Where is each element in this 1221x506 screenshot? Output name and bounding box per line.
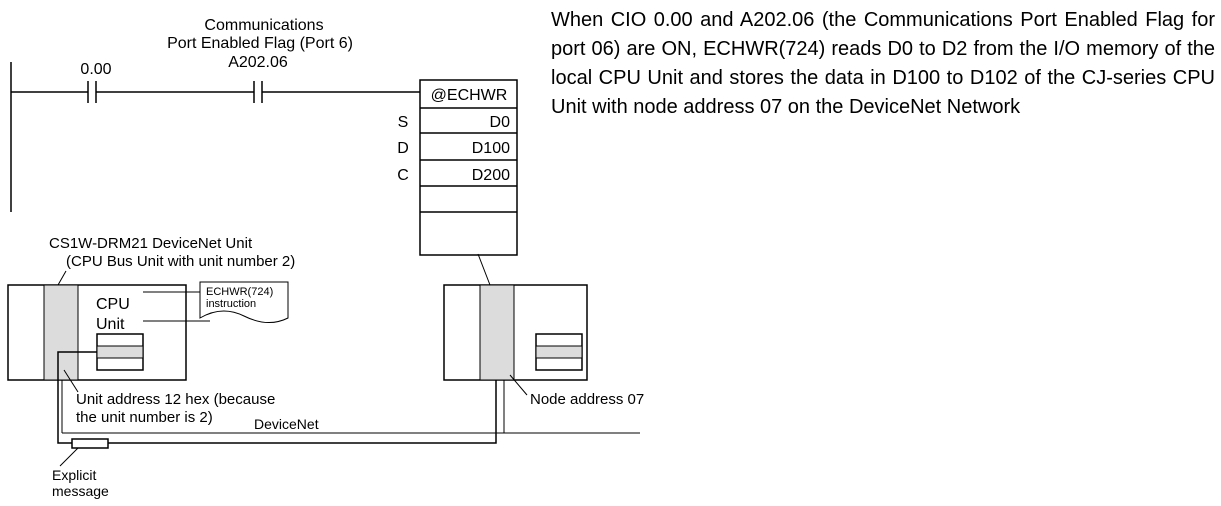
operand-name: C xyxy=(397,167,409,184)
unit-address-label: Unit address 12 hex (because xyxy=(76,391,275,408)
operand-value: D100 xyxy=(472,140,510,157)
unit-address-label: the unit number is 2) xyxy=(76,409,213,426)
instruction-mnemonic: @ECHWR xyxy=(431,87,508,104)
devicenet-label: DeviceNet xyxy=(254,416,319,432)
leader-line xyxy=(57,270,67,286)
operand-value: D200 xyxy=(472,167,510,184)
contact-a202-06-title: Port Enabled Flag (Port 6) xyxy=(167,35,353,52)
description-paragraph: When CIO 0.00 and A202.06 (the Communica… xyxy=(551,9,1215,118)
operand-name: D xyxy=(397,140,409,157)
left-devicenet-unit xyxy=(43,284,79,381)
leader-line xyxy=(509,374,528,396)
right-memory-block xyxy=(535,333,583,371)
leader-line xyxy=(63,369,79,393)
ladder-program: 0.00 Communications Port Enabled Flag (P… xyxy=(10,17,518,256)
left-unit-label: CS1W-DRM21 DeviceNet Unit xyxy=(49,235,253,252)
leader-line xyxy=(59,447,79,467)
contact-a202-06-label: A202.06 xyxy=(228,54,288,71)
explicit-message-packet xyxy=(71,438,109,449)
leader-line xyxy=(477,253,491,286)
explicit-message-label: message xyxy=(52,483,109,499)
operand-name: S xyxy=(398,114,409,131)
left-unit-sublabel: (CPU Bus Unit with unit number 2) xyxy=(66,253,295,270)
left-memory-block xyxy=(96,333,144,371)
right-plc xyxy=(443,284,588,381)
left-cpu-label: Unit xyxy=(96,316,125,333)
instruction-note xyxy=(143,281,289,323)
instruction-block: @ECHWR S D0 D D100 C D200 xyxy=(397,79,518,256)
network-diagram: CS1W-DRM21 DeviceNet Unit (CPU Bus Unit … xyxy=(7,235,644,499)
explicit-message-path xyxy=(57,351,497,444)
node-address-label: Node address 07 xyxy=(530,391,644,408)
contact-0-00 xyxy=(87,81,97,103)
left-cpu-label: CPU xyxy=(96,296,130,313)
contact-a202-06 xyxy=(253,81,263,103)
right-devicenet-unit xyxy=(479,284,515,381)
operand-value: D0 xyxy=(490,114,511,131)
instruction-note-label: ECHWR(724) xyxy=(206,286,273,298)
contact-0-00-label: 0.00 xyxy=(80,61,111,78)
explicit-message-label: Explicit xyxy=(52,467,96,483)
contact-a202-06-title: Communications xyxy=(204,17,323,34)
instruction-note-label: instruction xyxy=(206,298,256,310)
